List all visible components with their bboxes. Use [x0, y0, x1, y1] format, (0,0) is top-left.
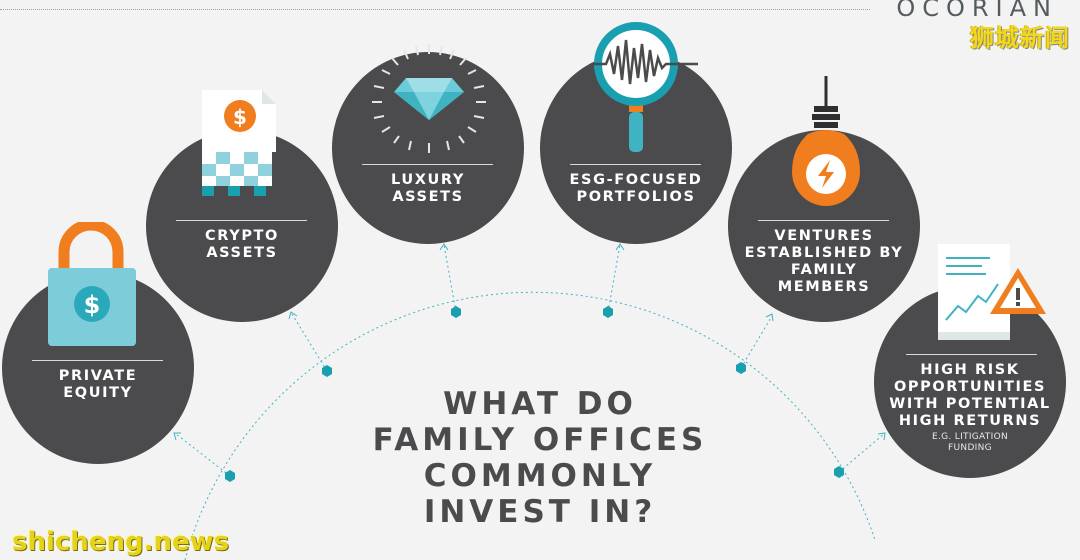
central-question: WHAT DO FAMILY OFFICES COMMONLY INVEST I… — [372, 386, 708, 530]
divider — [176, 220, 307, 221]
lightbulb-icon — [792, 76, 860, 206]
spoke-arrow-high-risk — [877, 432, 886, 441]
node-ventures — [736, 362, 746, 374]
item-sublabel: E.G. LITIGATION FUNDING — [932, 432, 1008, 453]
node-esg — [603, 306, 613, 318]
crypto-document-icon: $ — [202, 90, 276, 196]
item-label: HIGH RISK OPPORTUNITIES WITH POTENTIAL H… — [889, 362, 1051, 429]
item-label: ESG-FOCUSED PORTFOLIOS — [569, 172, 703, 205]
spoke-arrow-luxury — [439, 243, 449, 251]
spoke-arrow-private-equity — [173, 432, 181, 441]
divider — [570, 164, 701, 165]
diamond-icon — [372, 44, 486, 153]
item-high-risk: HIGH RISK OPPORTUNITIES WITH POTENTIAL H… — [874, 286, 1066, 478]
padlock-dollar-icon: $ — [48, 222, 136, 346]
svg-text:$: $ — [233, 105, 247, 129]
item-label: CRYPTO ASSETS — [205, 228, 279, 261]
divider — [32, 360, 163, 361]
node-private-equity — [225, 470, 235, 482]
node-luxury — [451, 306, 461, 318]
watermark-site: shicheng.news — [12, 527, 230, 557]
brand-logo: OCORIAN — [896, 0, 1058, 22]
item-label: PRIVATE EQUITY — [58, 368, 138, 401]
spoke-private-equity — [175, 433, 231, 477]
magnifier-wave-icon — [592, 22, 698, 152]
item-label: LUXURY ASSETS — [391, 172, 465, 205]
item-label: VENTURES ESTABLISHED BY FAMILY MEMBERS — [744, 228, 904, 295]
item-private-equity: PRIVATE EQUITY — [2, 272, 194, 464]
spoke-ventures — [740, 315, 773, 369]
spoke-arrow-crypto — [288, 311, 298, 320]
divider — [906, 354, 1037, 355]
spoke-luxury — [443, 244, 457, 313]
watermark-cn: 狮城新闻 — [970, 24, 1070, 52]
node-high-risk — [834, 466, 844, 478]
warning-chart-icon — [938, 244, 1046, 340]
connector-arc — [184, 291, 876, 560]
spoke-arrow-esg — [615, 243, 625, 251]
divider — [362, 164, 493, 165]
spoke-arrow-ventures — [765, 313, 774, 322]
svg-text:$: $ — [84, 291, 101, 319]
divider — [758, 220, 889, 221]
spoke-crypto — [291, 313, 328, 372]
node-crypto — [322, 365, 332, 377]
top-divider-line — [0, 9, 870, 10]
spoke-esg — [607, 244, 621, 313]
